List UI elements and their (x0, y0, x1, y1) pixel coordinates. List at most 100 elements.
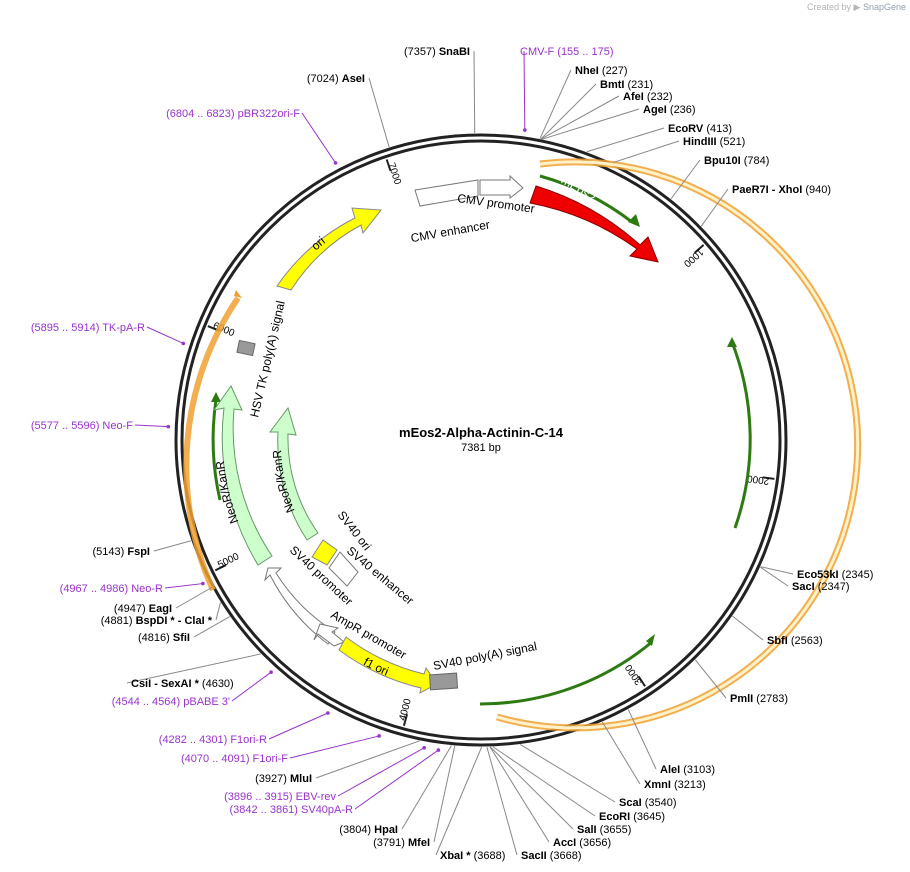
site-leader-line (612, 140, 680, 164)
tick-label: 1000 (681, 246, 705, 269)
site-label[interactable]: (4947) EagI (114, 603, 172, 615)
primer-label[interactable]: (5577 .. 5596) Neo-F (31, 420, 133, 432)
feature-NeoR-KanR-outer (212, 385, 273, 566)
site-label[interactable]: EcoRV (413) (668, 123, 732, 135)
tick-mark (402, 713, 409, 727)
feature-SV40-ori (311, 539, 338, 566)
feature-CMV-enhancer (414, 179, 479, 207)
site-leader-line (670, 159, 701, 200)
feature-label-SV40-polyA: SV40 poly(A) signal (432, 639, 538, 673)
site-label[interactable]: PmlI (2783) (730, 693, 788, 705)
site-leader-line (539, 69, 572, 139)
site-label[interactable]: SbfI (2563) (767, 635, 823, 647)
site-leader-line (486, 746, 518, 856)
site-leader-line (215, 602, 221, 621)
feature-AmpR-promoter (313, 623, 345, 647)
primer-leader-line (164, 583, 203, 589)
primer-mark (181, 341, 186, 346)
primer-leader-line (337, 747, 425, 797)
primer-sites: CMV-F (155 .. 175) (6804 .. 6823) pBR322o… (31, 46, 614, 816)
site-label[interactable]: (4816) SfiI (138, 632, 190, 644)
site-label[interactable]: (3804) HpaI (339, 824, 398, 836)
site-label[interactable]: SacI (2347) (792, 581, 850, 593)
site-leader-line (401, 745, 452, 830)
site-leader-line (586, 127, 665, 153)
primer-label[interactable]: (5895 .. 5914) TK-pA-R (31, 322, 145, 334)
site-leader-line (760, 566, 794, 575)
site-leader-line (315, 740, 420, 779)
plasmid-size: 7381 bp (461, 442, 501, 454)
primer-mark (436, 748, 441, 752)
site-label[interactable]: (7024) AseI (307, 73, 365, 85)
site-leader-line (175, 587, 213, 609)
site-label[interactable]: XmnI (3213) (644, 779, 706, 791)
primer-label[interactable]: (3842 .. 3861) SV40pA-R (229, 804, 353, 816)
site-label[interactable]: Eco53kI (2345) (797, 569, 873, 581)
primer-label[interactable]: (6804 .. 6823) pBR322ori-F (166, 108, 300, 120)
primer-mark (422, 745, 426, 750)
site-label[interactable]: (4881) BspDI * - ClaI * (101, 615, 213, 627)
site-label[interactable]: AccI (3656) (553, 837, 611, 849)
primer-label[interactable]: (4544 .. 4564) pBABE 3' (112, 696, 230, 708)
site-label[interactable]: SacII (3668) (521, 850, 582, 862)
site-leader-line (153, 540, 192, 552)
tick-mark (762, 476, 775, 480)
site-label[interactable]: NheI (227) (575, 65, 628, 77)
primer-label[interactable]: (4967 .. 4986) Neo-R (60, 583, 163, 595)
feature-orf-arrow-1 (539, 174, 640, 227)
site-leader-line (368, 77, 390, 148)
site-label[interactable]: AfeI (232) (623, 91, 673, 103)
primer-mark (333, 161, 338, 165)
site-leader-line (700, 188, 729, 227)
primer-leader-line (289, 735, 380, 759)
site-label[interactable]: CsiI - SexAI * (4630) (131, 678, 234, 690)
tick-label: 4000 (397, 697, 414, 722)
site-leader-line (489, 746, 574, 830)
feature-CMV-promoter (479, 174, 524, 200)
feature-orf-arrow-2 (727, 337, 752, 529)
site-leader-line (433, 745, 456, 843)
tick-label: 3000 (623, 662, 645, 687)
primer-leader-line (301, 112, 336, 164)
primer-label[interactable]: CMV-F (155 .. 175) (520, 46, 614, 58)
site-leader-line (540, 83, 597, 140)
feature-SV40-enhancer (328, 551, 359, 587)
site-label[interactable]: ScaI (3540) (619, 797, 677, 809)
feature-mEos2-orf-outline (496, 158, 862, 732)
site-label[interactable]: XbaI * (3688) (440, 850, 505, 862)
primer-label[interactable]: (4282 .. 4301) F1ori-R (159, 734, 267, 746)
site-label[interactable]: Bpu10I (784) (704, 155, 769, 167)
site-label[interactable]: EcoRI (3645) (599, 811, 665, 823)
site-leader-line (542, 108, 640, 140)
primer-mark (269, 670, 273, 674)
site-label[interactable]: SalI (3655) (577, 824, 631, 836)
site-leader-line (694, 659, 727, 699)
tick-mark (385, 159, 392, 172)
site-label[interactable]: (7357) SnaBI (404, 46, 470, 58)
snapgene-credit: Created by ▶ SnapGene (807, 2, 906, 13)
feature-mEos2 (529, 185, 659, 263)
primer-label[interactable]: (4070 .. 4091) F1ori-F (181, 753, 288, 765)
feature-SV40-polyA (429, 672, 459, 691)
site-label[interactable]: (5143) FspI (93, 546, 150, 558)
primer-mark (201, 581, 205, 586)
tick-mark (693, 244, 705, 254)
site-label[interactable]: HindIII (521) (683, 136, 745, 148)
feature-label-CMV-enhancer: CMV enhancer (410, 217, 491, 245)
tick-mark (637, 675, 646, 687)
site-label[interactable]: BmtI (231) (600, 79, 653, 91)
site-label[interactable]: AleI (3103) (660, 764, 715, 776)
site-label[interactable]: (3927) MluI (255, 773, 312, 785)
feature-HSV-TK-polyA (236, 339, 256, 357)
primer-leader-line (354, 749, 439, 810)
tick-label: 5000 (216, 551, 241, 571)
site-label[interactable]: PaeR7I - XhoI (940) (732, 184, 831, 196)
site-leader-line (473, 50, 476, 134)
restriction-sites: (7357) SnaBI (7024) AseI NheI (227) BmtI (2… (93, 46, 874, 862)
site-label[interactable]: (3791) MfeI (373, 837, 430, 849)
snapgene-logo-icon: ▶ (853, 2, 861, 12)
site-label[interactable]: AgeI (236) (643, 104, 696, 116)
primer-label[interactable]: (3896 .. 3915) EBV-rev (224, 791, 336, 803)
primer-leader-line (268, 712, 329, 740)
